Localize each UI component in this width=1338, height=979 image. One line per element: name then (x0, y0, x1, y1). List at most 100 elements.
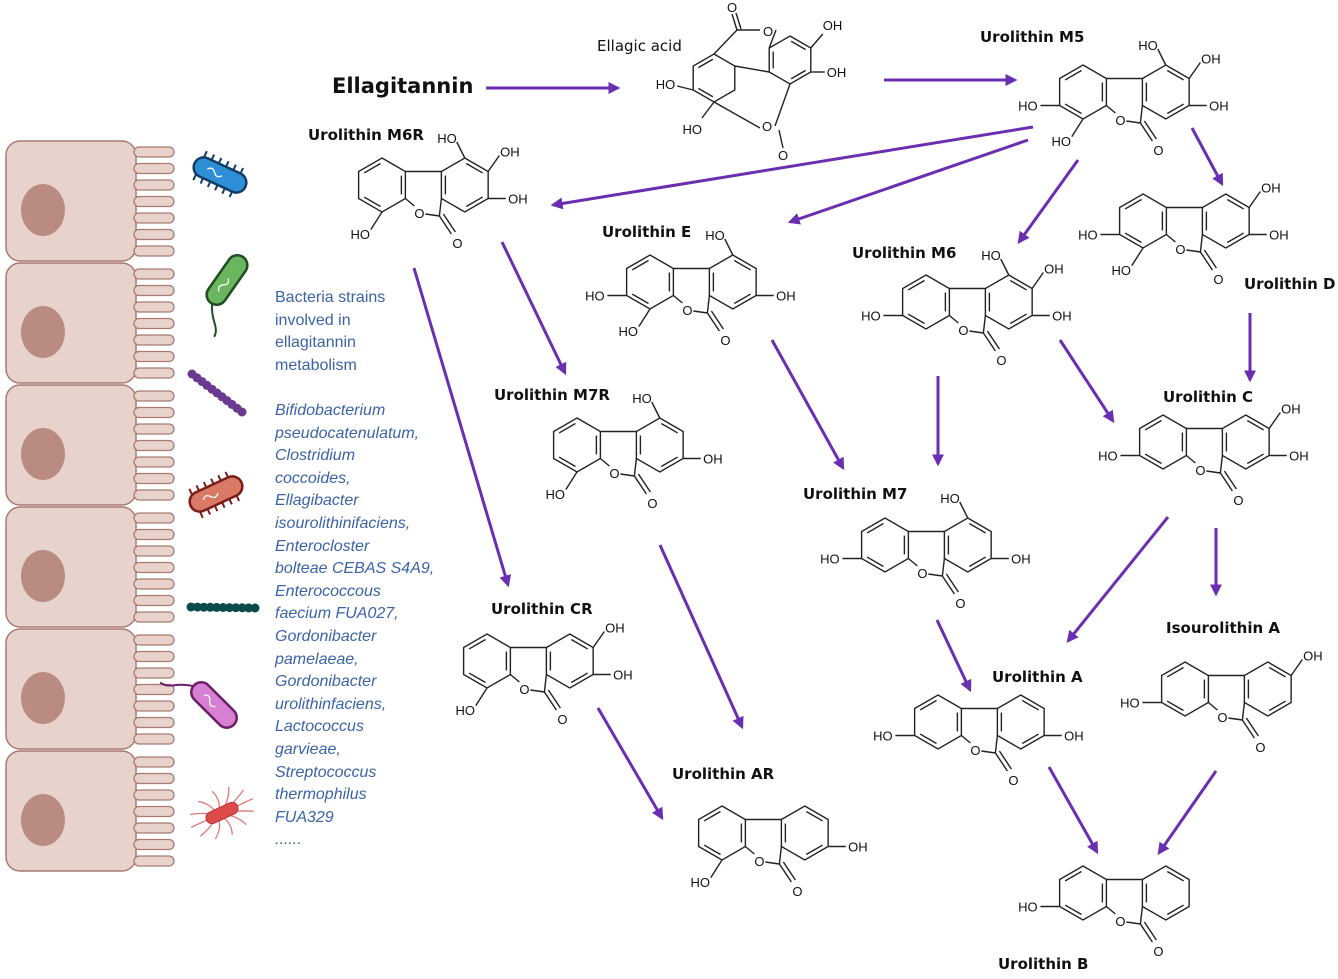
atom-label: OH (605, 621, 625, 636)
atom-label: HO (1098, 449, 1118, 464)
atom-label: OH (500, 145, 520, 160)
atom-label: OH (827, 65, 847, 80)
microvillus (133, 822, 175, 834)
atom-label: OH (1209, 99, 1229, 114)
atom-label: HO (656, 77, 676, 92)
atom-label: O (682, 303, 692, 318)
atom-label: OH (1303, 649, 1323, 664)
arrow-urolithin-c-to-urolithin-a (1066, 516, 1170, 643)
arrow-isourolithin-a-to-urolithin-b (1157, 770, 1218, 855)
species-line: pamelaeae, (275, 650, 359, 668)
microvillus (133, 733, 175, 745)
atom-label: HO (1120, 696, 1140, 711)
atom-label: HO (705, 228, 725, 243)
microvillus (133, 667, 175, 679)
atom-label: OH (508, 192, 528, 207)
atom-label: O (955, 596, 965, 611)
ellagitannin-label: Ellagitannin (332, 74, 473, 98)
microvillus (133, 350, 175, 363)
microvillus (133, 528, 175, 541)
atom-label: HO (873, 729, 893, 744)
arrow-urolithin-a-to-urolithin-b (1047, 766, 1099, 855)
atom-label: O (754, 854, 764, 869)
nucleus (21, 794, 65, 846)
atom-label: HO (1078, 228, 1098, 243)
atom-label: O (970, 743, 980, 758)
compound-label: Urolithin B (998, 955, 1089, 973)
compound-label: Urolithin M6 (852, 244, 956, 262)
species-line: Gordonibacter (275, 627, 377, 645)
species-line: bolteae CEBAS S4A9, (275, 560, 435, 578)
microvillus (133, 179, 175, 191)
atom-label: HO (1138, 38, 1158, 53)
atom-label: OH (1052, 309, 1072, 324)
atom-label: O (720, 333, 730, 348)
microvillus (133, 423, 175, 435)
epithelial-cell (5, 628, 175, 750)
atom-label: O (1255, 740, 1265, 755)
microvillus (133, 245, 175, 257)
atom-label: O (647, 496, 657, 511)
atom-label: OH (1064, 729, 1084, 744)
microvillus (133, 390, 175, 402)
microvillus (133, 545, 175, 557)
atom-label: HO (1052, 134, 1072, 149)
atom-label: HO (632, 391, 652, 406)
compound-label: Urolithin A (992, 668, 1083, 686)
microvillus (133, 683, 175, 696)
atom-label: O (1153, 143, 1163, 158)
atom-label: HO (546, 487, 566, 502)
heading-line: involved in (275, 311, 351, 329)
arrow-urolithin-m6r-to-urolithin-cr (412, 267, 512, 588)
green-flagellated-bacterium-icon (205, 254, 249, 338)
species-line: ...... (275, 831, 302, 849)
species-line: Enterococcous (275, 582, 381, 600)
atom-label: O (778, 148, 788, 163)
microvillus (133, 228, 175, 241)
compound-label: Urolithin M7R (494, 386, 610, 404)
species-line: Bifidobacterium (275, 402, 386, 419)
atom-label: OH (613, 668, 633, 683)
nucleus (21, 428, 65, 480)
atom-label: O (1195, 463, 1205, 478)
microvillus (133, 756, 175, 768)
nucleus (21, 550, 65, 602)
atom-label: O (1153, 944, 1163, 959)
microvillus (133, 406, 175, 419)
atom-label: HO (456, 703, 476, 718)
heading-line: metabolism (275, 356, 357, 374)
atom-label: O (917, 566, 927, 581)
atom-label: HO (1112, 263, 1132, 278)
microvillus (133, 772, 175, 785)
atom-label: O (1217, 710, 1227, 725)
species-line: isourolithinifaciens, (275, 514, 411, 532)
species-line: Lactococcus (275, 718, 364, 736)
heading-line: ellagitannin (275, 334, 356, 352)
atom-label: O (1115, 113, 1125, 128)
arrow-urolithin-m5-to-urolithin-m6r (550, 125, 1034, 210)
compound-label: Urolithin C (1163, 388, 1253, 406)
heading-line: Bacteria strains (275, 289, 386, 306)
compound-label: Ellagic acid (597, 37, 682, 55)
atom-label: HO (437, 131, 457, 146)
atom-label: OH (1281, 402, 1301, 417)
species-line: coccoides, (275, 469, 351, 487)
purple-chain-bacterium-icon (187, 369, 247, 417)
microvillus (133, 334, 175, 346)
microvillus (133, 650, 175, 663)
atom-label: OH (1289, 449, 1309, 464)
atom-label: OH (703, 452, 723, 467)
arrow-urolithin-m6r-to-urolithin-m7r (500, 241, 567, 376)
epithelial-cell (5, 140, 175, 262)
arrow-urolithin-m5-to-urolithin-m6 (1017, 159, 1080, 244)
atom-label: HO (1018, 99, 1038, 114)
atom-label: HO (861, 309, 881, 324)
atom-label: OH (1044, 262, 1064, 277)
microvillus (133, 838, 175, 851)
epithelial-cell (5, 506, 175, 628)
